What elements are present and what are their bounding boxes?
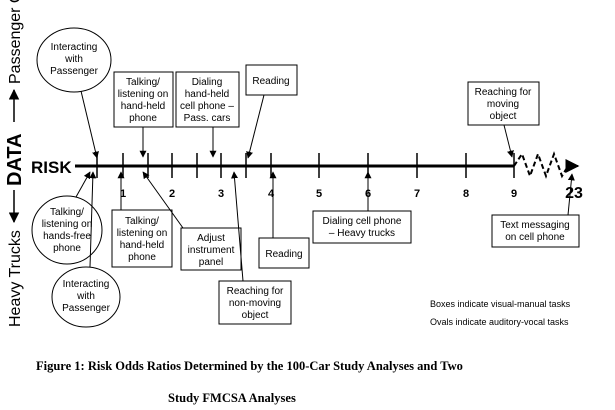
tick-label: 23 — [565, 185, 583, 202]
item-label-line: – Heavy trucks — [329, 228, 395, 239]
side-label: Heavy Trucks DATA Passenger Cars — [4, 0, 26, 327]
item-label-line: with — [64, 54, 83, 65]
pointer-line — [567, 173, 575, 216]
risk-diagram: Heavy Trucks DATA Passenger Cars RISK 1 … — [4, 0, 583, 328]
item-label-line: Text messaging — [500, 220, 569, 231]
item-label-line: object — [242, 310, 269, 321]
item-label-line: listening on — [118, 89, 169, 100]
item-label-line: hand-held — [121, 101, 165, 112]
legend-boxes: Boxes indicate visual-manual tasks — [430, 299, 571, 309]
axis-break-squiggle — [513, 151, 569, 179]
pointer-line — [142, 171, 184, 229]
item-label-line: hands-free — [43, 231, 91, 242]
item-label-line: Dialing — [192, 77, 223, 88]
item-label-line: Reading — [265, 249, 302, 260]
item-label-line: Passenger — [62, 303, 110, 314]
side-label-passenger-cars: Passenger Cars — [7, 0, 24, 84]
box-text-messaging — [491, 214, 580, 248]
item-label-line: on cell phone — [505, 232, 565, 243]
box-reaching-non-moving — [218, 280, 292, 325]
item-label-line: Interacting — [51, 42, 98, 53]
oval-interacting-passenger-top — [36, 27, 112, 93]
item-label-line: Interacting — [63, 279, 110, 290]
item-label-line: Talking/ — [50, 207, 84, 218]
item-label-line: with — [76, 291, 95, 302]
item-label-line: phone — [53, 243, 81, 254]
tick-label: 2 — [169, 188, 175, 200]
item-label-line: hand-held — [185, 89, 229, 100]
item-label-line: Reaching for — [475, 87, 532, 98]
item-label-line: Dialing cell phone — [323, 216, 402, 227]
item-label-line: Pass. cars — [184, 113, 231, 124]
tick-label: 7 — [414, 188, 420, 200]
box-dialing-heavy-trucks — [312, 210, 412, 244]
tick-label: 9 — [511, 188, 517, 200]
figure-caption-line1: Figure 1: Risk Odds Ratios Determined by… — [36, 359, 463, 373]
axis-label-risk: RISK — [31, 158, 72, 177]
item-label-line: object — [490, 111, 517, 122]
box-reaching-moving — [467, 81, 540, 126]
item-label-line: Talking/ — [126, 77, 160, 88]
oval-hands-free-phone — [31, 195, 103, 265]
tick-label: 3 — [218, 188, 224, 200]
pointer-line — [89, 171, 97, 268]
box-reading-top — [245, 64, 298, 96]
item-label-line: Passenger — [50, 66, 98, 77]
item-label-line: Adjust — [197, 233, 225, 244]
tick-label: 5 — [316, 188, 322, 200]
item-label-line: cell phone – — [180, 101, 234, 112]
item-label-line: instrument — [188, 245, 235, 256]
box-dialing-pass-cars — [175, 71, 240, 128]
pointer-line — [75, 171, 91, 198]
legend: Boxes indicate visual-manual tasks Ovals… — [430, 299, 571, 327]
item-label-line: non-moving — [229, 298, 281, 309]
legend-ovals: Ovals indicate auditory-vocal tasks — [430, 317, 569, 327]
item-label-line: Reading — [252, 76, 289, 87]
box-talking-hand-held-top — [113, 71, 174, 128]
item-label-line: listening on — [42, 219, 93, 230]
item-label-line: panel — [199, 257, 223, 268]
tick-label: 1 — [120, 188, 126, 200]
pointer-line — [80, 90, 99, 159]
item-label-line: moving — [487, 99, 519, 110]
pointer-line — [246, 94, 265, 159]
side-label-data: DATA — [4, 133, 26, 186]
item-label-line: hand-held — [120, 240, 164, 251]
item-label-line: phone — [128, 252, 156, 263]
pointer-line — [503, 124, 514, 158]
item-label-line: Reaching for — [227, 286, 284, 297]
item-label-line: Talking/ — [125, 216, 159, 227]
item-label-line: listening on — [117, 228, 168, 239]
oval-interacting-passenger-bottom — [51, 266, 121, 328]
tick-label: 8 — [463, 188, 469, 200]
box-talking-hand-held-bottom — [111, 209, 173, 268]
pointer-line — [231, 171, 244, 282]
box-reading-bottom — [258, 237, 310, 269]
figure-caption-line2: Study FMCSA Analyses — [168, 391, 296, 405]
tick-label: 4 — [268, 188, 275, 200]
side-label-heavy-trucks: Heavy Trucks — [7, 230, 24, 327]
box-adjust-instrument-panel — [180, 227, 242, 271]
item-label-line: phone — [129, 113, 157, 124]
